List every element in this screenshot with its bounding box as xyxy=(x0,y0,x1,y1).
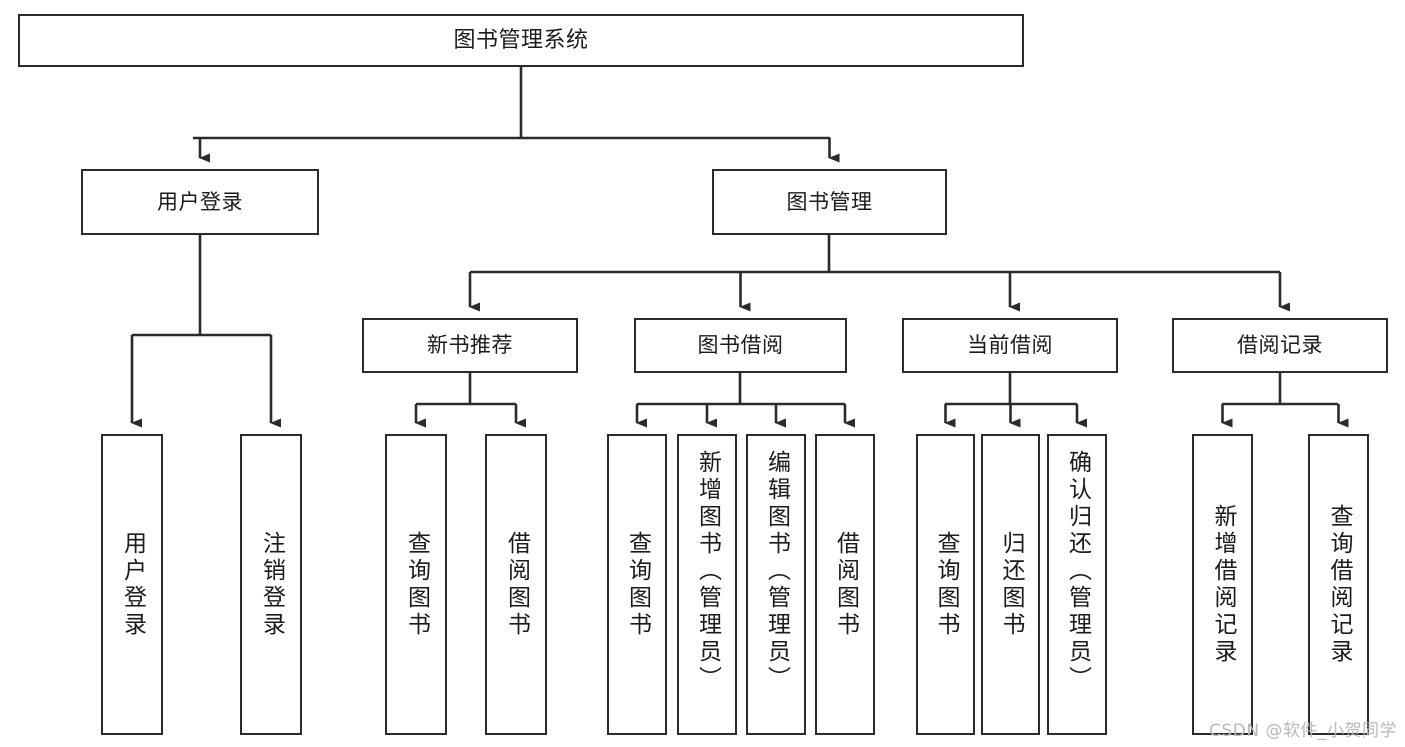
node-label: 查询图书 xyxy=(403,530,430,639)
node-leaf-query-record[interactable]: 查询借阅记录 xyxy=(1308,434,1369,735)
node-label: 用户登录 xyxy=(157,189,243,214)
node-label: 借阅记录 xyxy=(1237,333,1323,358)
node-label: 图书管理 xyxy=(786,189,873,214)
node-label: 查询图书 xyxy=(933,530,959,639)
node-label: 注销登录 xyxy=(258,530,285,639)
node-root-system[interactable]: 图书管理系统 xyxy=(18,14,1024,67)
node-label: 查询图书 xyxy=(624,530,651,639)
node-leaf-add-record[interactable]: 新增借阅记录 xyxy=(1192,434,1253,735)
node-leaf-borrow-book[interactable]: 借阅图书 xyxy=(815,434,875,735)
node-leaf-user-login[interactable]: 用户登录 xyxy=(101,434,163,735)
node-leaf-query-book-rec[interactable]: 查询图书 xyxy=(385,434,447,735)
node-leaf-return-book[interactable]: 归还图书 xyxy=(981,434,1040,735)
node-label: 借阅图书 xyxy=(832,530,859,639)
node-leaf-borrow-book-rec[interactable]: 借阅图书 xyxy=(485,434,547,735)
node-label: 图书管理系统 xyxy=(453,27,589,53)
node-label: 确认归还（管理员） xyxy=(1064,450,1091,693)
node-leaf-edit-book[interactable]: 编辑图书（管理员） xyxy=(746,434,806,735)
node-new-book-rec[interactable]: 新书推荐 xyxy=(362,318,578,373)
node-label: 用户登录 xyxy=(119,530,146,639)
node-label: 图书借阅 xyxy=(697,333,784,358)
node-label: 查询借阅记录 xyxy=(1326,503,1352,666)
node-current-borrow[interactable]: 当前借阅 xyxy=(902,318,1118,373)
node-label: 新增借阅记录 xyxy=(1210,503,1236,666)
node-book-manage[interactable]: 图书管理 xyxy=(712,169,947,235)
node-book-borrow[interactable]: 图书借阅 xyxy=(634,318,847,373)
node-label: 当前借阅 xyxy=(967,333,1053,358)
node-label: 归还图书 xyxy=(998,530,1024,639)
node-label: 新书推荐 xyxy=(427,333,513,358)
node-borrow-record[interactable]: 借阅记录 xyxy=(1172,318,1388,373)
node-label: 编辑图书（管理员） xyxy=(763,450,790,693)
node-leaf-logout[interactable]: 注销登录 xyxy=(240,434,302,735)
node-leaf-query-book-borrow[interactable]: 查询图书 xyxy=(607,434,667,735)
node-label: 借阅图书 xyxy=(503,530,530,639)
node-user-login[interactable]: 用户登录 xyxy=(81,169,319,235)
csdn-watermark: CSDN @软件_小贺同学 xyxy=(1209,721,1397,741)
node-leaf-query-book-cur[interactable]: 查询图书 xyxy=(916,434,975,735)
node-leaf-confirm-return[interactable]: 确认归还（管理员） xyxy=(1047,434,1107,735)
node-label: 新增图书（管理员） xyxy=(694,450,721,693)
node-leaf-add-book[interactable]: 新增图书（管理员） xyxy=(677,434,737,735)
